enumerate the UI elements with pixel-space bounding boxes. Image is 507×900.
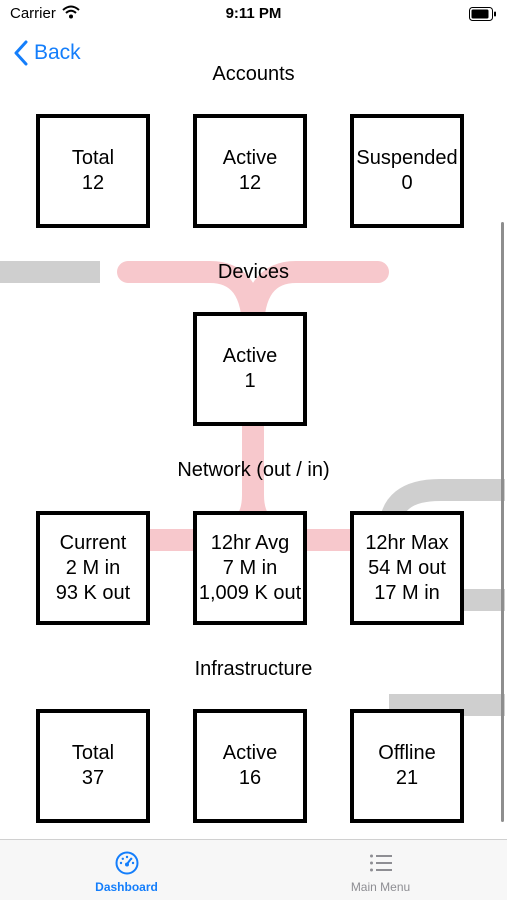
tab-dashboard[interactable]: Dashboard [0,840,253,900]
tile-label: Offline [378,742,436,764]
tab-label: Main Menu [350,880,411,894]
tab-label: Dashboard [95,880,158,894]
tab-main-menu[interactable]: Main Menu [254,840,507,900]
tile-label: Total [71,147,115,169]
tile-value: 16 [238,767,262,789]
dashboard-gauge-icon [114,850,140,876]
tile-line-out: 1,009 K out [198,581,302,604]
tile-line-out: 54 M out [368,556,446,579]
tile-value: 0 [401,172,413,194]
tile-value: 21 [395,767,419,789]
section-title-devices: Devices [217,261,290,283]
tile-label: Active [222,147,278,169]
devices-active-tile[interactable]: Active 1 [193,312,307,426]
tile-line-in: 7 M in [222,556,278,579]
network-current-tile[interactable]: Current 2 M in 93 K out [36,511,150,625]
tile-label: Suspended [356,147,458,169]
accounts-suspended-tile[interactable]: Suspended 0 [350,114,464,228]
status-bar: Carrier 9:11 PM [0,0,507,30]
tile-value: 12 [81,172,105,194]
tile-label: Active [222,742,278,764]
tile-label: Active [222,345,278,367]
wifi-icon [62,5,80,24]
tile-line-in: 17 M in [374,581,440,604]
section-title-infrastructure: Infrastructure [194,658,313,680]
vertical-scrollbar[interactable] [501,222,504,822]
accounts-active-tile[interactable]: Active 12 [193,114,307,228]
chevron-left-icon [14,40,28,66]
tile-value: 1 [244,370,256,392]
infrastructure-active-tile[interactable]: Active 16 [193,709,307,823]
tile-label: 12hr Max [365,531,449,554]
tab-bar: Dashboard Main Menu [0,839,507,900]
tile-label: Current [59,531,127,554]
tile-value: 37 [81,767,105,789]
network-12hr-max-tile[interactable]: 12hr Max 54 M out 17 M in [350,511,464,625]
network-12hr-avg-tile[interactable]: 12hr Avg 7 M in 1,009 K out [193,511,307,625]
carrier-label: Carrier [10,5,56,22]
section-title-accounts: Accounts [212,63,295,85]
infrastructure-offline-tile[interactable]: Offline 21 [350,709,464,823]
back-label: Back [34,41,81,64]
tile-value: 12 [238,172,262,194]
tile-label: Total [71,742,115,764]
tile-line-in: 2 M in [65,556,121,579]
tile-label: 12hr Avg [210,531,290,554]
list-icon [368,850,394,876]
infrastructure-total-tile[interactable]: Total 37 [36,709,150,823]
back-button[interactable]: Back [14,38,81,68]
battery-icon [469,7,497,26]
section-title-network: Network (out / in) [177,459,330,481]
tile-line-out: 93 K out [55,581,131,604]
accounts-total-tile[interactable]: Total 12 [36,114,150,228]
status-time: 9:11 PM [225,5,282,22]
